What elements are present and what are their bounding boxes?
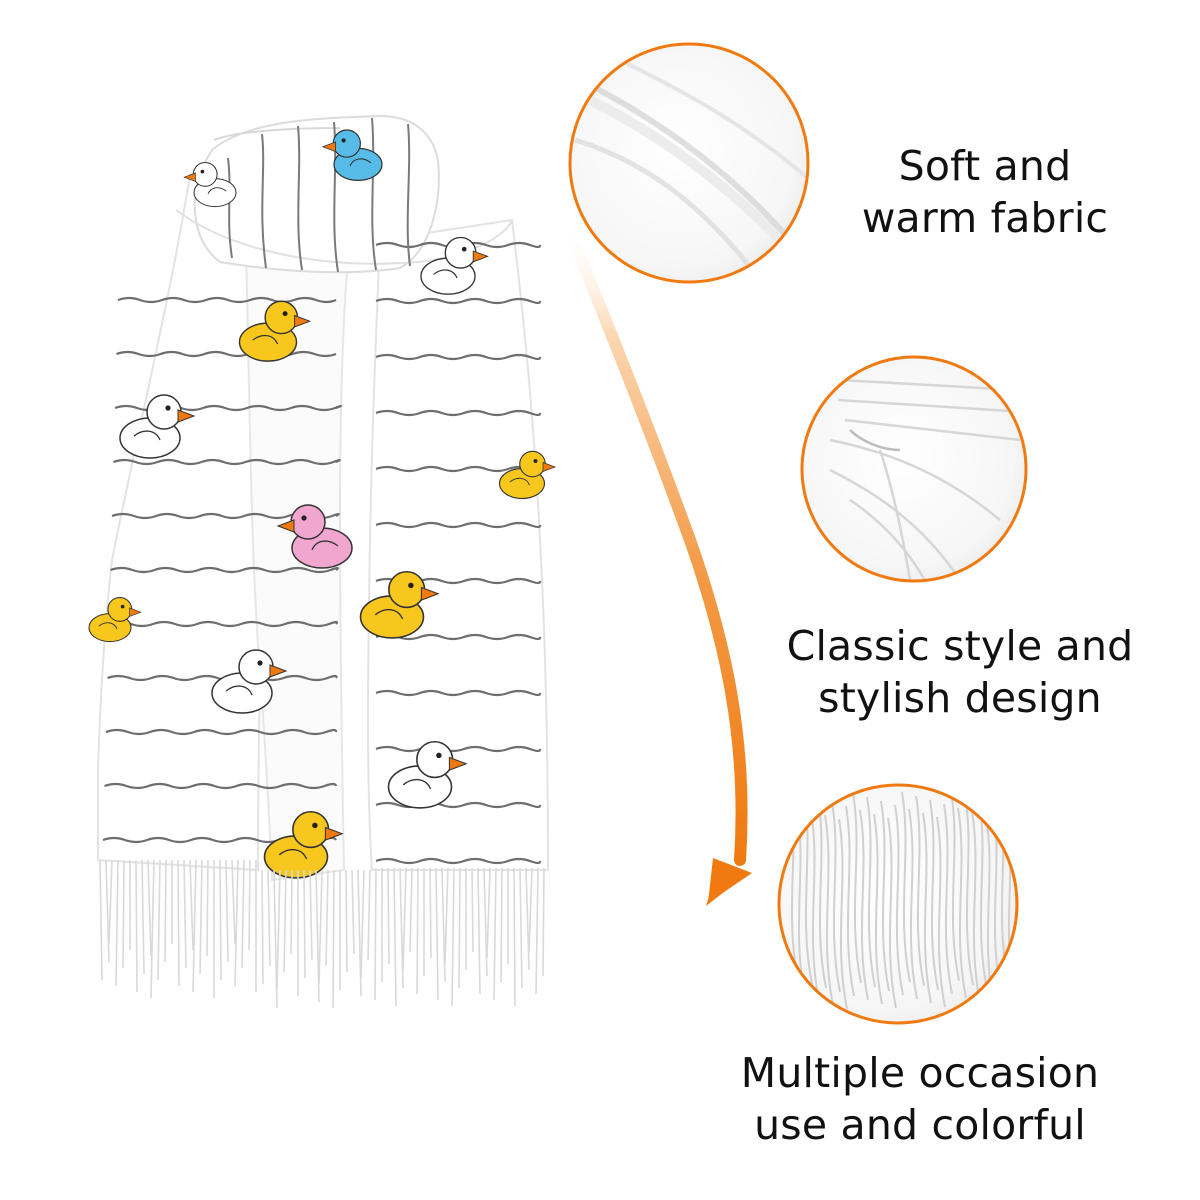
feature-line: use and colorful — [754, 1101, 1086, 1149]
feature-classic-style: Classic style and stylish design — [760, 620, 1160, 724]
feature-line: stylish design — [818, 674, 1102, 722]
arrow-down-icon — [560, 216, 752, 906]
feature-multiple-occasion: Multiple occasion use and colorful — [720, 1047, 1120, 1151]
feature-soft-fabric: Soft and warm fabric — [845, 140, 1125, 244]
feature-line: Multiple occasion — [740, 1049, 1100, 1097]
feature-line: Classic style and — [786, 622, 1134, 670]
fabric-closeup-tassels — [777, 783, 1019, 1025]
feature-line: warm fabric — [861, 194, 1109, 242]
fabric-closeup-soft — [568, 42, 810, 284]
scarf-product-image — [88, 114, 557, 1009]
feature-line: Soft and — [898, 142, 1072, 190]
fabric-closeup-fold — [800, 355, 1028, 583]
